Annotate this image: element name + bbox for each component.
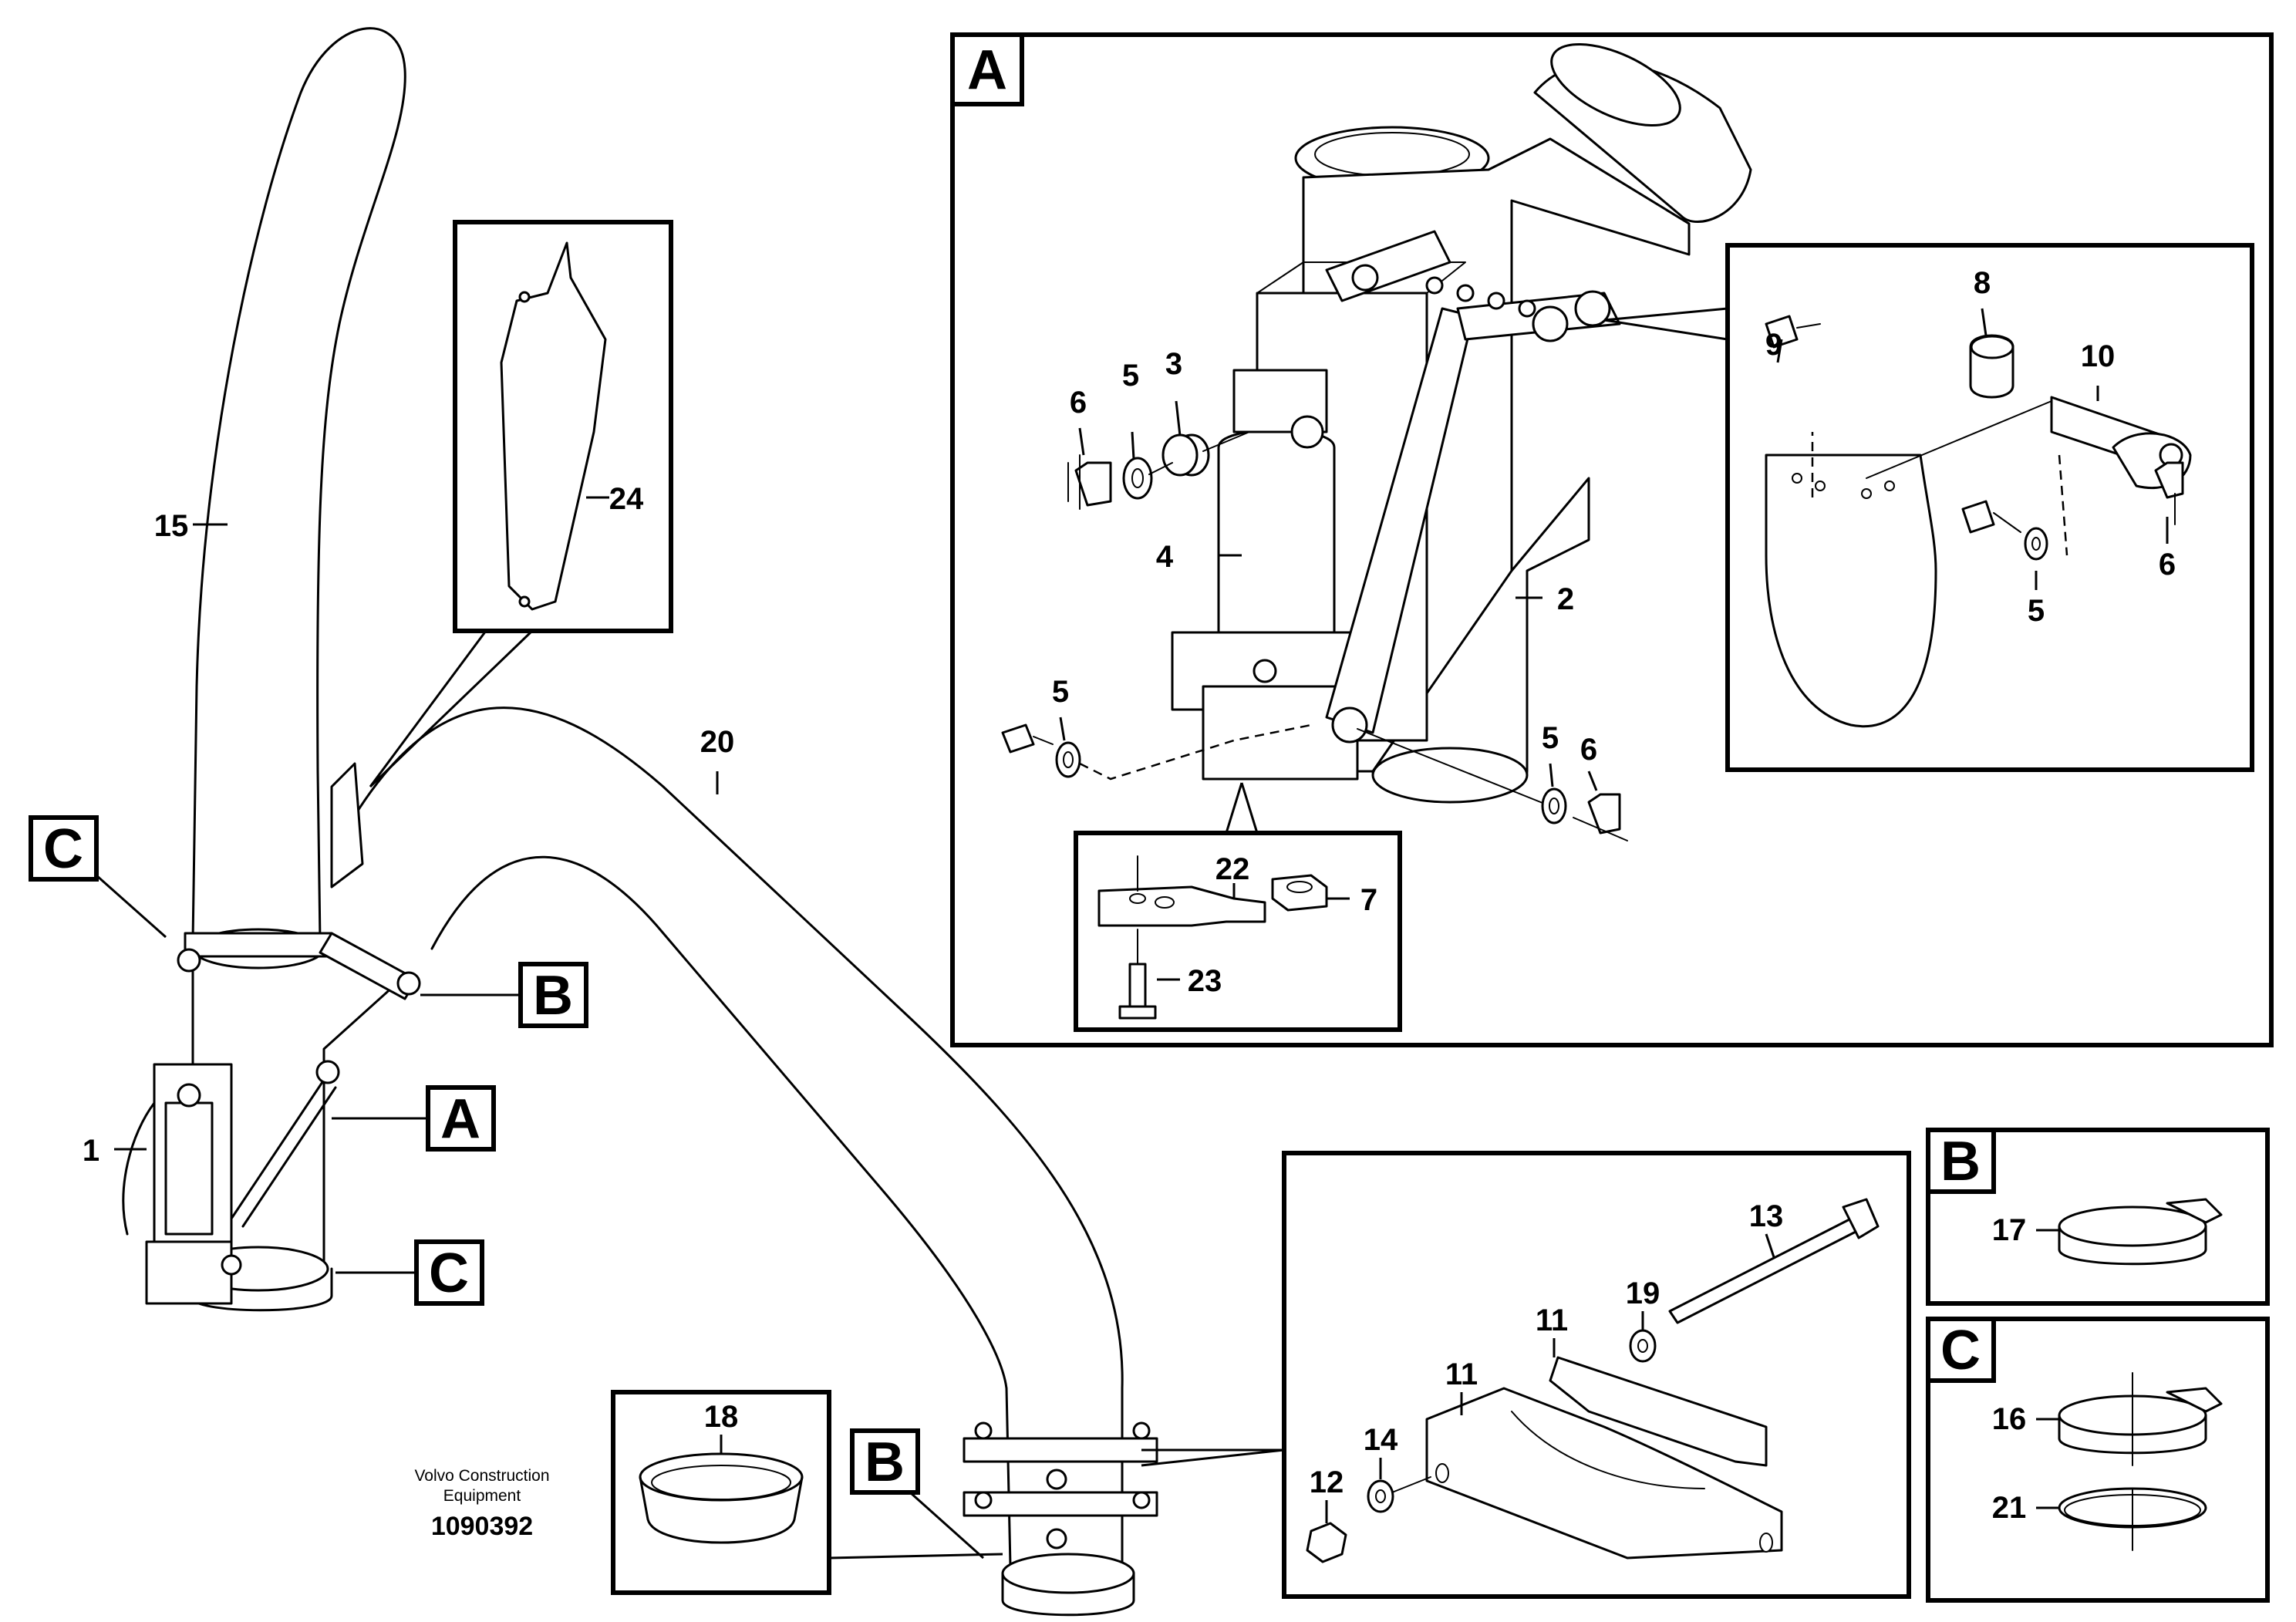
view-label-c-detail: C [1940, 1320, 1981, 1381]
tail-pipe-15 [191, 27, 406, 943]
view-label-c-bottom: C [429, 1243, 469, 1304]
part-label-20: 20 [700, 725, 735, 759]
part-label-6-c: 6 [2159, 548, 2176, 582]
part-label-24: 24 [609, 482, 644, 516]
part-label-5-d: 5 [2028, 594, 2045, 628]
main-leaders [114, 308, 2169, 1151]
detail-heat-shield [369, 220, 673, 788]
part-label-2: 2 [1557, 582, 1574, 616]
part-label-15: 15 [154, 509, 189, 543]
part-label-19: 19 [1626, 1276, 1660, 1310]
view-label-b-bottom: B [865, 1431, 905, 1493]
clamp-detail-panel [1141, 1151, 1911, 1599]
part-label-6-b: 6 [1580, 733, 1597, 767]
part-label-17: 17 [1992, 1213, 2027, 1247]
part-label-4: 4 [1156, 540, 1174, 574]
part-label-13: 13 [1749, 1199, 1784, 1233]
view-markers [29, 815, 985, 1560]
main-exhaust-assembly [122, 27, 1158, 1617]
part-label-5-a: 5 [1122, 359, 1139, 393]
part-label-11-a: 11 [1536, 1303, 1568, 1337]
view-label-a-pointer: A [440, 1088, 480, 1150]
view-b-panel [1926, 1128, 2270, 1306]
view-a-panel [950, 32, 2274, 1047]
part-label-8: 8 [1974, 266, 1991, 300]
part-label-7: 7 [1360, 883, 1377, 917]
part-label-9: 9 [1765, 328, 1782, 362]
view-label-a-main: A [967, 39, 1007, 101]
part-label-10: 10 [2081, 339, 2116, 373]
part-label-3: 3 [1165, 347, 1182, 381]
publisher-line-1: Volvo Construction [414, 1467, 549, 1485]
part-label-18: 18 [704, 1400, 739, 1434]
part-label-12: 12 [1310, 1465, 1344, 1499]
seal-ring-panel [611, 1390, 1003, 1595]
view-c-panel [1926, 1317, 2270, 1603]
part-label-1: 1 [83, 1134, 99, 1168]
part-label-5-c: 5 [1542, 721, 1559, 755]
view-label-b-top: B [533, 965, 573, 1027]
publisher-line-2: Equipment [443, 1487, 521, 1505]
part-label-14: 14 [1364, 1423, 1398, 1457]
part-label-22: 22 [1215, 852, 1250, 886]
part-label-21: 21 [1992, 1491, 2027, 1525]
exhaust-pipe-20 [330, 706, 1124, 1390]
part-label-23: 23 [1188, 964, 1222, 998]
view-label-b-detail: B [1940, 1131, 1981, 1192]
heat-shield-small [330, 762, 364, 889]
view-label-c-top: C [43, 818, 83, 880]
part-label-16: 16 [1992, 1402, 2027, 1436]
part-label-11-b: 11 [1445, 1357, 1478, 1391]
figure-code: 1090392 [431, 1512, 533, 1541]
part-label-6-a: 6 [1070, 386, 1087, 420]
part-label-5-b: 5 [1052, 675, 1069, 709]
